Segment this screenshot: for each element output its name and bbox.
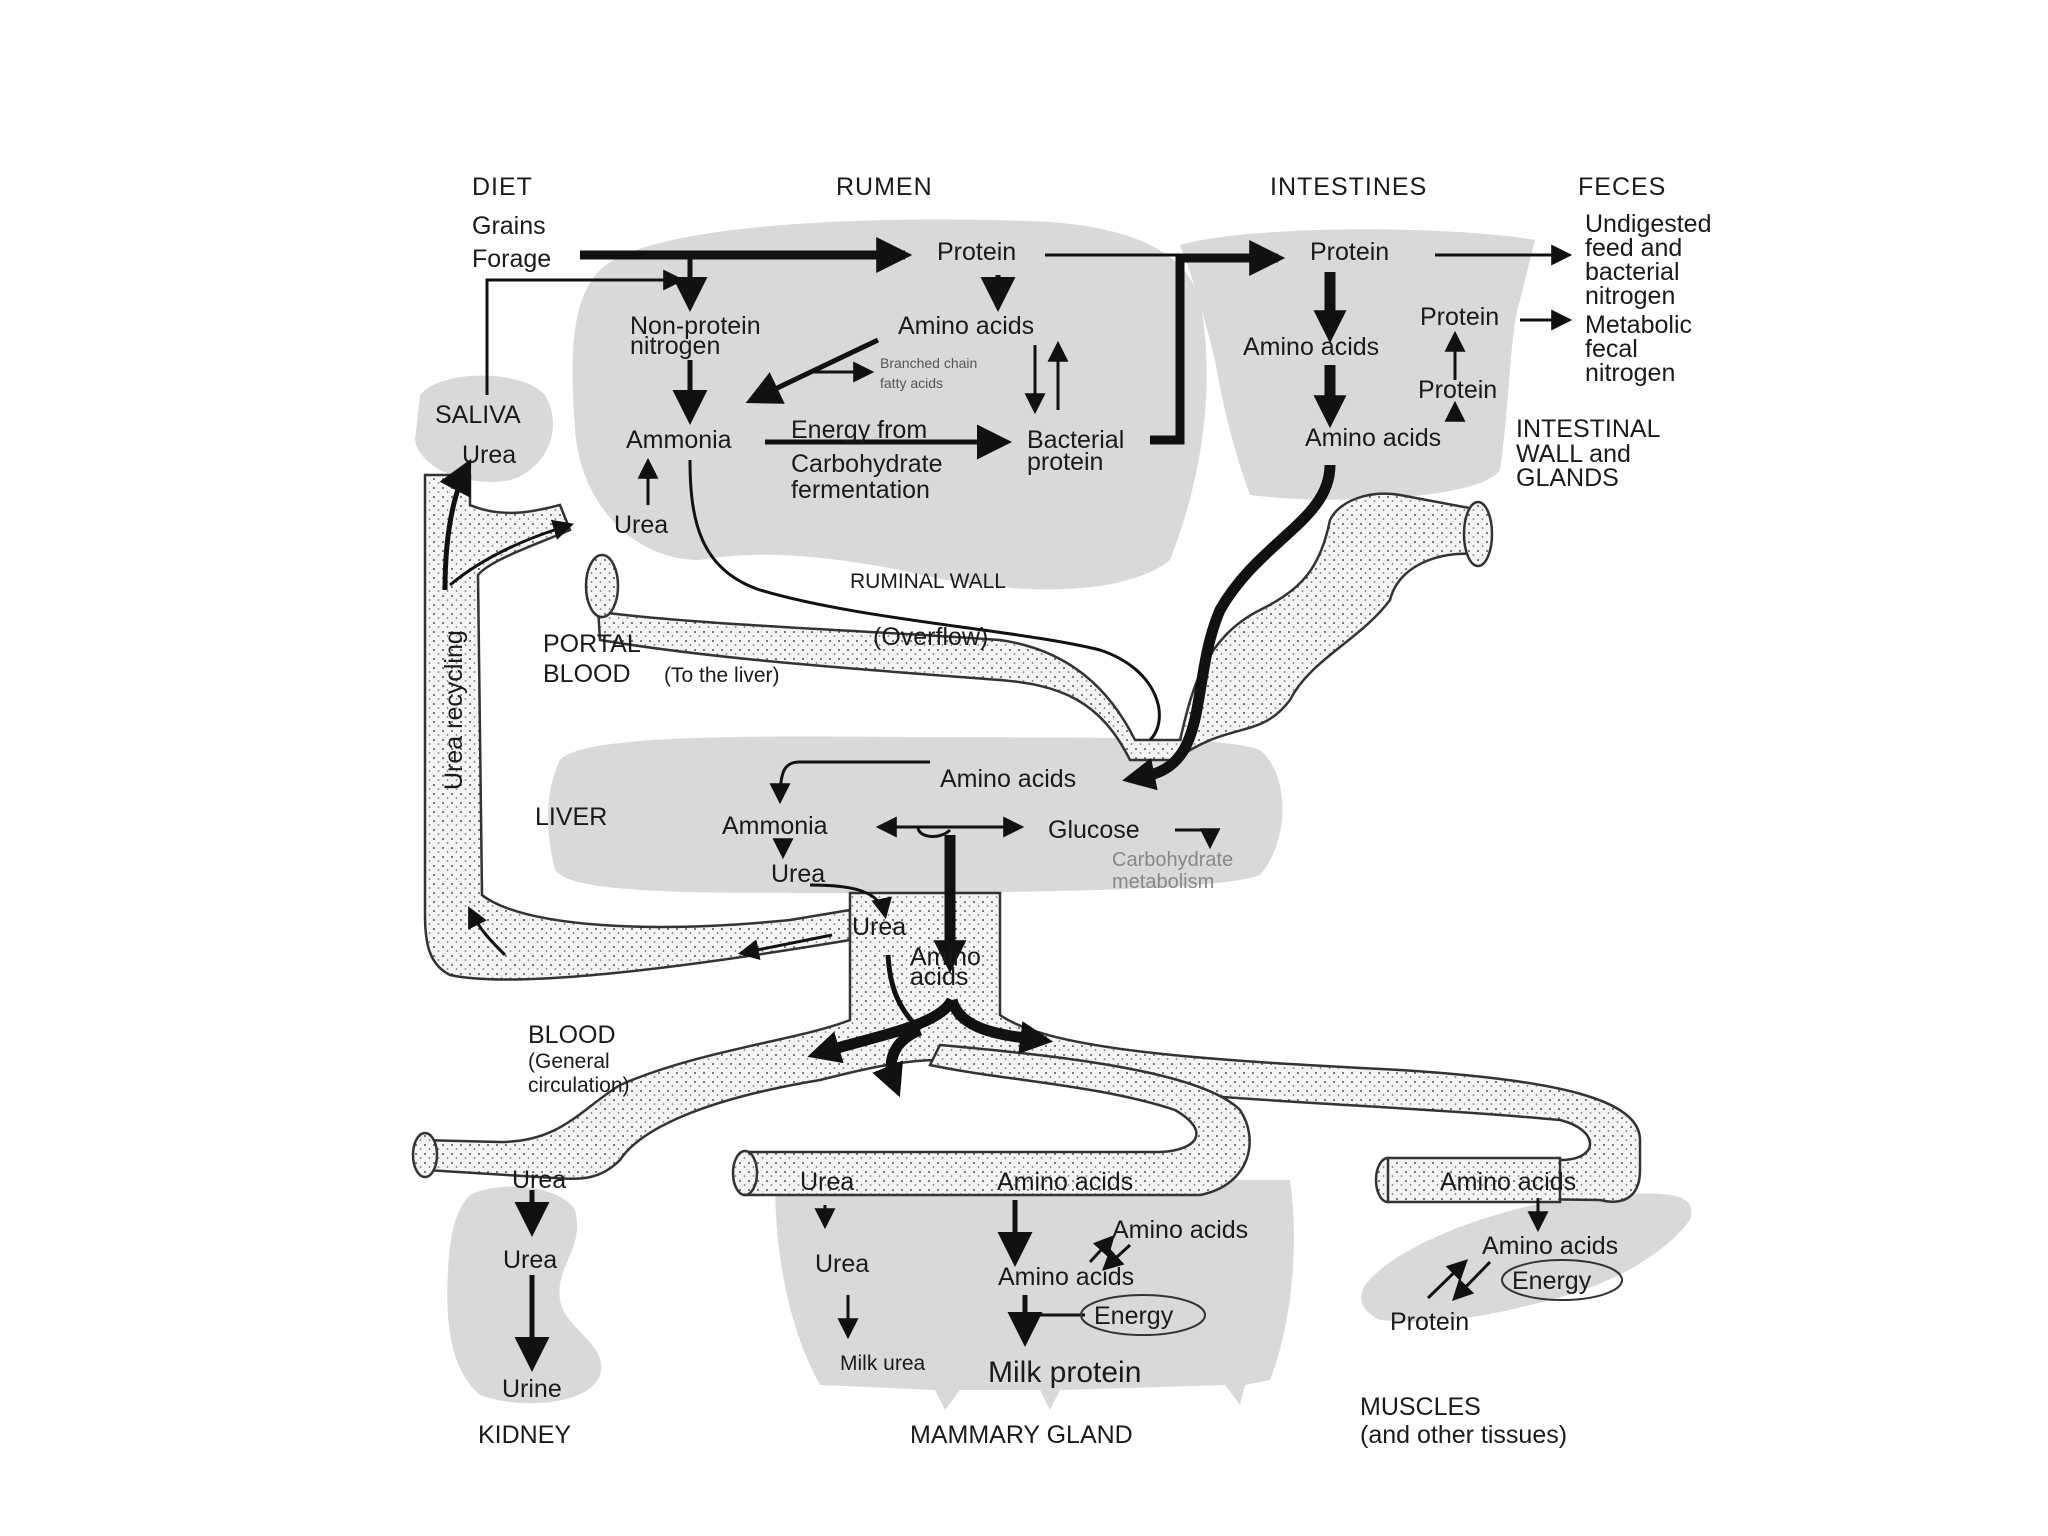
feces-undigested-4: nitrogen [1585, 282, 1675, 310]
header-feces: FECES [1578, 173, 1666, 201]
saliva-title: SALIVA [435, 401, 521, 429]
labels: DIET RUMEN INTESTINES FECES Grains Forag… [435, 173, 1711, 1449]
rumen-bacterial-2: protein [1027, 448, 1103, 476]
liver-urea: Urea [771, 860, 825, 888]
rumen-shape [572, 219, 1207, 590]
mammary-energy: Energy [1094, 1302, 1174, 1330]
feces-undigested-3: bacterial [1585, 258, 1680, 286]
kidney-vessel-urea: Urea [512, 1166, 566, 1194]
mammary-amino-acids-a: Amino acids [1112, 1216, 1248, 1244]
muscles-shape [1361, 1193, 1692, 1322]
header-intestines: INTESTINES [1270, 173, 1427, 201]
muscle-vessel-amino: Amino acids [1440, 1168, 1576, 1196]
saliva-urea: Urea [462, 441, 516, 469]
muscles-title-2: (and other tissues) [1360, 1421, 1567, 1449]
rumen-npn-2: nitrogen [630, 332, 720, 360]
intestinal-wall-title-3: GLANDS [1516, 464, 1619, 492]
intestinal-wall-title-2: WALL and [1516, 440, 1631, 468]
feces-metabolic-2: fecal [1585, 335, 1638, 363]
mammary-urea: Urea [815, 1250, 869, 1278]
overflow-label: (Overflow) [873, 623, 988, 651]
feces-metabolic-1: Metabolic [1585, 311, 1692, 339]
intestine-amino-acids-2: Amino acids [1305, 424, 1441, 452]
intestine-wall-protein-1: Protein [1420, 303, 1499, 331]
portal-vessel-end [584, 553, 620, 619]
feces-undigested-2: feed and [1585, 234, 1682, 262]
liver-amino-acids: Amino acids [940, 765, 1076, 793]
mammary-shape [775, 1180, 1294, 1410]
rumen-bcfa-2: fatty acids [880, 375, 943, 391]
mammary-energy-ellipse [1080, 1294, 1206, 1336]
portal-vessel [588, 492, 1482, 762]
muscle-amino-acids: Amino acids [1482, 1232, 1618, 1260]
muscle-protein: Protein [1390, 1308, 1469, 1336]
blood-sub-2: circulation) [528, 1074, 630, 1097]
rumen-urea: Urea [614, 511, 668, 539]
header-diet: DIET [472, 173, 533, 201]
muscle-vessel [1386, 1156, 1562, 1204]
liver-shape [548, 736, 1283, 893]
mammary-vessel-end [731, 1149, 759, 1197]
rumen-protein: Protein [937, 238, 1016, 266]
diet-forage: Forage [472, 245, 551, 273]
kidney-vessel-end [411, 1131, 439, 1179]
muscle-energy-ellipse [1501, 1259, 1623, 1301]
blood-amino-2: acids [910, 963, 968, 991]
muscles-title-1: MUSCLES [1360, 1393, 1481, 1421]
liver-title: LIVER [535, 803, 607, 831]
portal-vessel-end-right [1462, 500, 1494, 568]
arrows [439, 237, 1623, 1372]
liver-glucose: Glucose [1048, 816, 1140, 844]
portal-line-2: BLOOD [543, 660, 631, 688]
mammary-title: MAMMARY GLAND [910, 1421, 1133, 1449]
blood-urea: Urea [852, 913, 906, 941]
intestinal-wall-title-1: INTESTINAL [1516, 415, 1661, 443]
organ-shapes [415, 219, 1692, 1410]
feces-metabolic-3: nitrogen [1585, 359, 1675, 387]
blood-title: BLOOD [528, 1021, 616, 1049]
liver-carb-1: Carbohydrate [1112, 849, 1233, 871]
rumen-ammonia: Ammonia [626, 426, 732, 454]
kidney-urea: Urea [503, 1246, 557, 1274]
mammary-milk-protein: Milk protein [988, 1356, 1141, 1389]
rumen-bacterial-1: Bacterial [1027, 426, 1124, 454]
mammary-milk-urea: Milk urea [840, 1352, 926, 1375]
portal-line-1: PORTAL [543, 630, 641, 658]
rumen-bcfa-1: Branched chain [880, 355, 977, 371]
portal-note: (To the liver) [664, 664, 780, 687]
header-rumen: RUMEN [836, 173, 933, 201]
intestines-shape [1180, 229, 1535, 500]
rumen-energy-2: Carbohydrate [791, 450, 942, 478]
rumen-energy-3: fermentation [791, 476, 930, 504]
ruminal-wall-label: RUMINAL WALL [850, 570, 1006, 593]
mammary-vessel-urea: Urea [800, 1168, 854, 1196]
rumen-npn-1: Non-protein [630, 312, 761, 340]
mammary-amino-acids-b: Amino acids [998, 1263, 1134, 1291]
mammary-vessel [743, 1043, 1251, 1197]
urea-recycling-label: Urea recycling [440, 630, 468, 790]
intestine-protein: Protein [1310, 238, 1389, 266]
urea-recycling-vessel [423, 473, 852, 981]
kidney-shape [447, 1186, 602, 1404]
feces-undigested-1: Undigested [1585, 210, 1711, 238]
diet-grains: Grains [472, 212, 546, 240]
kidney-title: KIDNEY [478, 1421, 571, 1449]
rumen-amino-acids: Amino acids [898, 312, 1034, 340]
liver-carb-2: metabolism [1112, 871, 1214, 893]
rumen-energy-1: Energy from [791, 416, 927, 444]
muscle-energy: Energy [1512, 1267, 1592, 1295]
intestine-amino-acids-1: Amino acids [1243, 333, 1379, 361]
blood-sub-1: (General [528, 1050, 610, 1073]
mammary-vessel-amino: Amino acids [997, 1168, 1133, 1196]
liver-ammonia: Ammonia [722, 812, 828, 840]
kidney-urine: Urine [502, 1375, 562, 1403]
intestine-wall-protein-2: Protein [1418, 376, 1497, 404]
saliva-shape [415, 375, 553, 482]
blood-amino-1: Amino [910, 943, 981, 971]
